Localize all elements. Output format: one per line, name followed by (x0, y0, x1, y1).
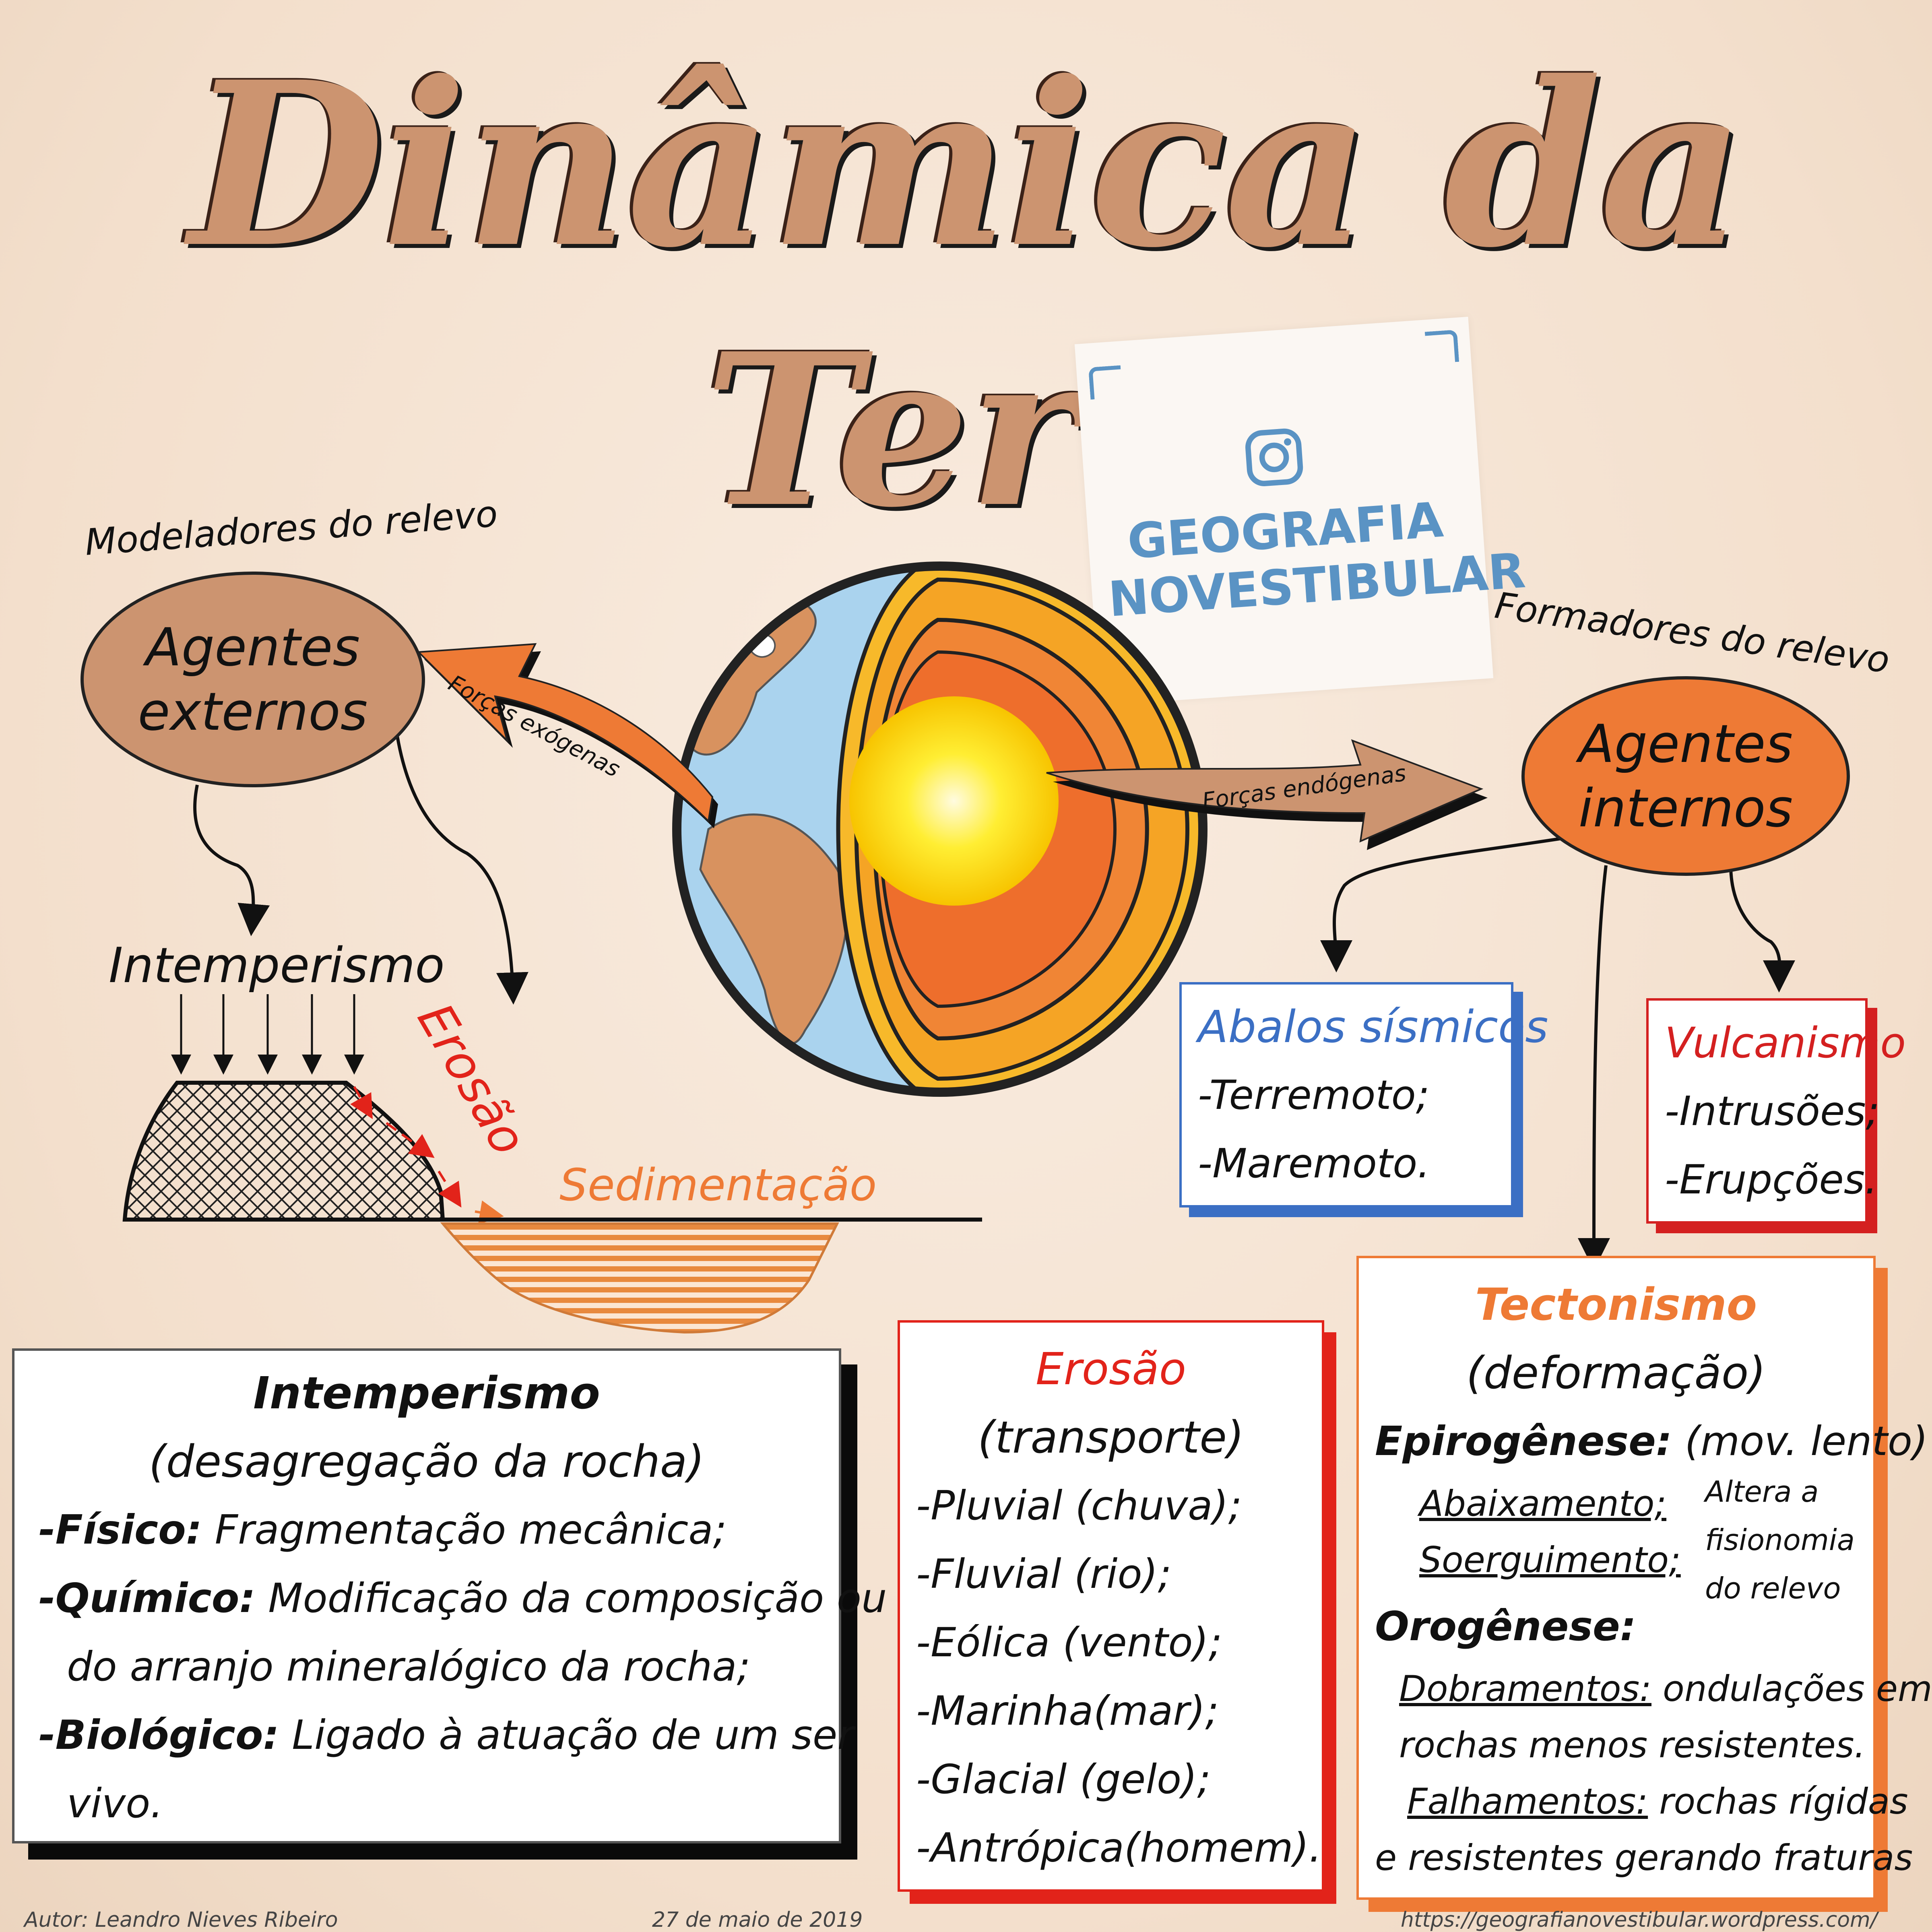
biologico-text: Ligado à atuação de um ser (279, 1711, 854, 1759)
abalos-title: Abalos sísmicos (1198, 1001, 1548, 1053)
abalos-item: -Terremoto; (1198, 1071, 1430, 1119)
dobramentos-text: ondulações em (1651, 1668, 1932, 1709)
intemperismo-title: Intemperismo (253, 1367, 600, 1419)
instagram-icon (1245, 428, 1303, 486)
weathering-arrows (171, 994, 364, 1075)
epirogenese-list: Abaixamento; Soerguimento; Altera a fisi… (1375, 1475, 1857, 1605)
oval-agentes-externos: Agentes externos (80, 572, 425, 787)
side-note-2: fisionomia (1705, 1523, 1855, 1557)
quimico-label: -Químico: (39, 1575, 256, 1622)
endogenous-arrow (1046, 739, 1488, 850)
instagram-badge: GEOGRAFIA NOVESTIBULAR (1074, 316, 1527, 706)
main-title: Dinâmica da (189, 33, 1746, 297)
rock-block (122, 1081, 445, 1222)
erosao-item: -Fluvial (rio); (916, 1550, 1172, 1598)
box-erosao: Erosão (transporte) -Pluvial (chuva); -F… (898, 1320, 1324, 1892)
abaixamento: Abaixamento; (1419, 1483, 1667, 1524)
erosao-item: -Marinha(mar); (916, 1687, 1219, 1734)
connector-to-tectonismo (1578, 865, 1610, 1270)
erosao-item: -Pluvial (chuva); (916, 1482, 1242, 1529)
side-note-3: do relevo (1705, 1571, 1841, 1605)
vulcanismo-title: Vulcanismo (1665, 1018, 1906, 1067)
fisico-text: Fragmentação mecânica; (202, 1506, 727, 1553)
fisico-label: -Físico: (39, 1506, 202, 1553)
quimico-text-2: do arranjo mineralógico da rocha; (67, 1643, 751, 1690)
erosao-item: -Antrópica(homem). (916, 1824, 1322, 1871)
label-sedimentacao: Sedimentação (559, 1159, 877, 1211)
biologico-text-2: vivo. (67, 1780, 163, 1827)
oval-int-line1: Agentes (1578, 713, 1793, 774)
falhamentos-text: rochas rígidas (1648, 1781, 1908, 1822)
erosao-item: -Eólica (vento); (916, 1619, 1222, 1666)
box-intemperismo: Intemperismo (desagregação da rocha) -Fí… (12, 1348, 887, 1843)
oval-agentes-internos: Agentes internos (1521, 676, 1850, 876)
connector-to-intemperismo (193, 784, 270, 936)
quimico-text: Modificação da composição ou (255, 1575, 887, 1622)
erosao-title: Erosão (1035, 1343, 1187, 1395)
epirogenese-label: Epirogênese: (1375, 1418, 1672, 1465)
dobramentos-label: Dobramentos: (1399, 1668, 1652, 1709)
erosao-item: -Glacial (gelo); (916, 1756, 1211, 1803)
earth-globe (672, 561, 1208, 1097)
tectonismo-subtitle: (deformação) (1466, 1347, 1766, 1399)
footer-author: Autor: Leandro Nieves Ribeiro (24, 1908, 338, 1932)
orogenese-label: Orogênese: (1375, 1603, 1636, 1650)
vulcanismo-item: -Intrusões; (1665, 1088, 1880, 1135)
erosao-subtitle: (transporte) (978, 1412, 1244, 1463)
oval-ext-line1: Agentes (145, 617, 360, 678)
biologico-label: -Biológico: (39, 1711, 279, 1759)
connector-to-erosao (393, 716, 528, 1005)
footer-date: 27 de maio de 2019 (652, 1908, 863, 1932)
connector-to-vulcanismo (1729, 865, 1796, 993)
sediment-basin (440, 1222, 839, 1334)
soerguimento: Soerguimento; (1419, 1539, 1681, 1581)
falhamentos-label: Falhamentos: (1407, 1781, 1648, 1822)
intemperismo-subtitle: (desagregação da rocha) (149, 1436, 705, 1487)
tectonismo-title: Tectonismo (1475, 1279, 1757, 1330)
dobramentos-text-2: rochas menos resistentes. (1399, 1724, 1866, 1766)
oval-int-line2: internos (1578, 778, 1793, 839)
box-vulcanismo: Vulcanismo -Intrusões; -Erupções. (1646, 998, 1906, 1224)
box-tectonismo: Tectonismo (deformação) Epirogênese: (mo… (1356, 1256, 1932, 1900)
connector-to-abalos (1320, 836, 1570, 972)
oval-ext-line2: externos (138, 681, 368, 742)
abalos-item: -Maremoto. (1198, 1140, 1430, 1187)
footer-url: https://geografianovestibular.wordpress.… (1401, 1908, 1878, 1932)
label-intemperismo: Intemperismo (109, 938, 445, 994)
erosion-arrows (350, 1086, 504, 1224)
vulcanismo-item: -Erupções. (1665, 1156, 1878, 1203)
box-abalos-sismicos: Abalos sísmicos -Terremoto; -Maremoto. (1179, 982, 1548, 1208)
falhamentos-text-2: e resistentes gerando fraturas (1375, 1837, 1913, 1878)
epirogenese-text: (mov. lento) (1672, 1418, 1928, 1465)
side-note-1: Altera a (1705, 1475, 1819, 1509)
